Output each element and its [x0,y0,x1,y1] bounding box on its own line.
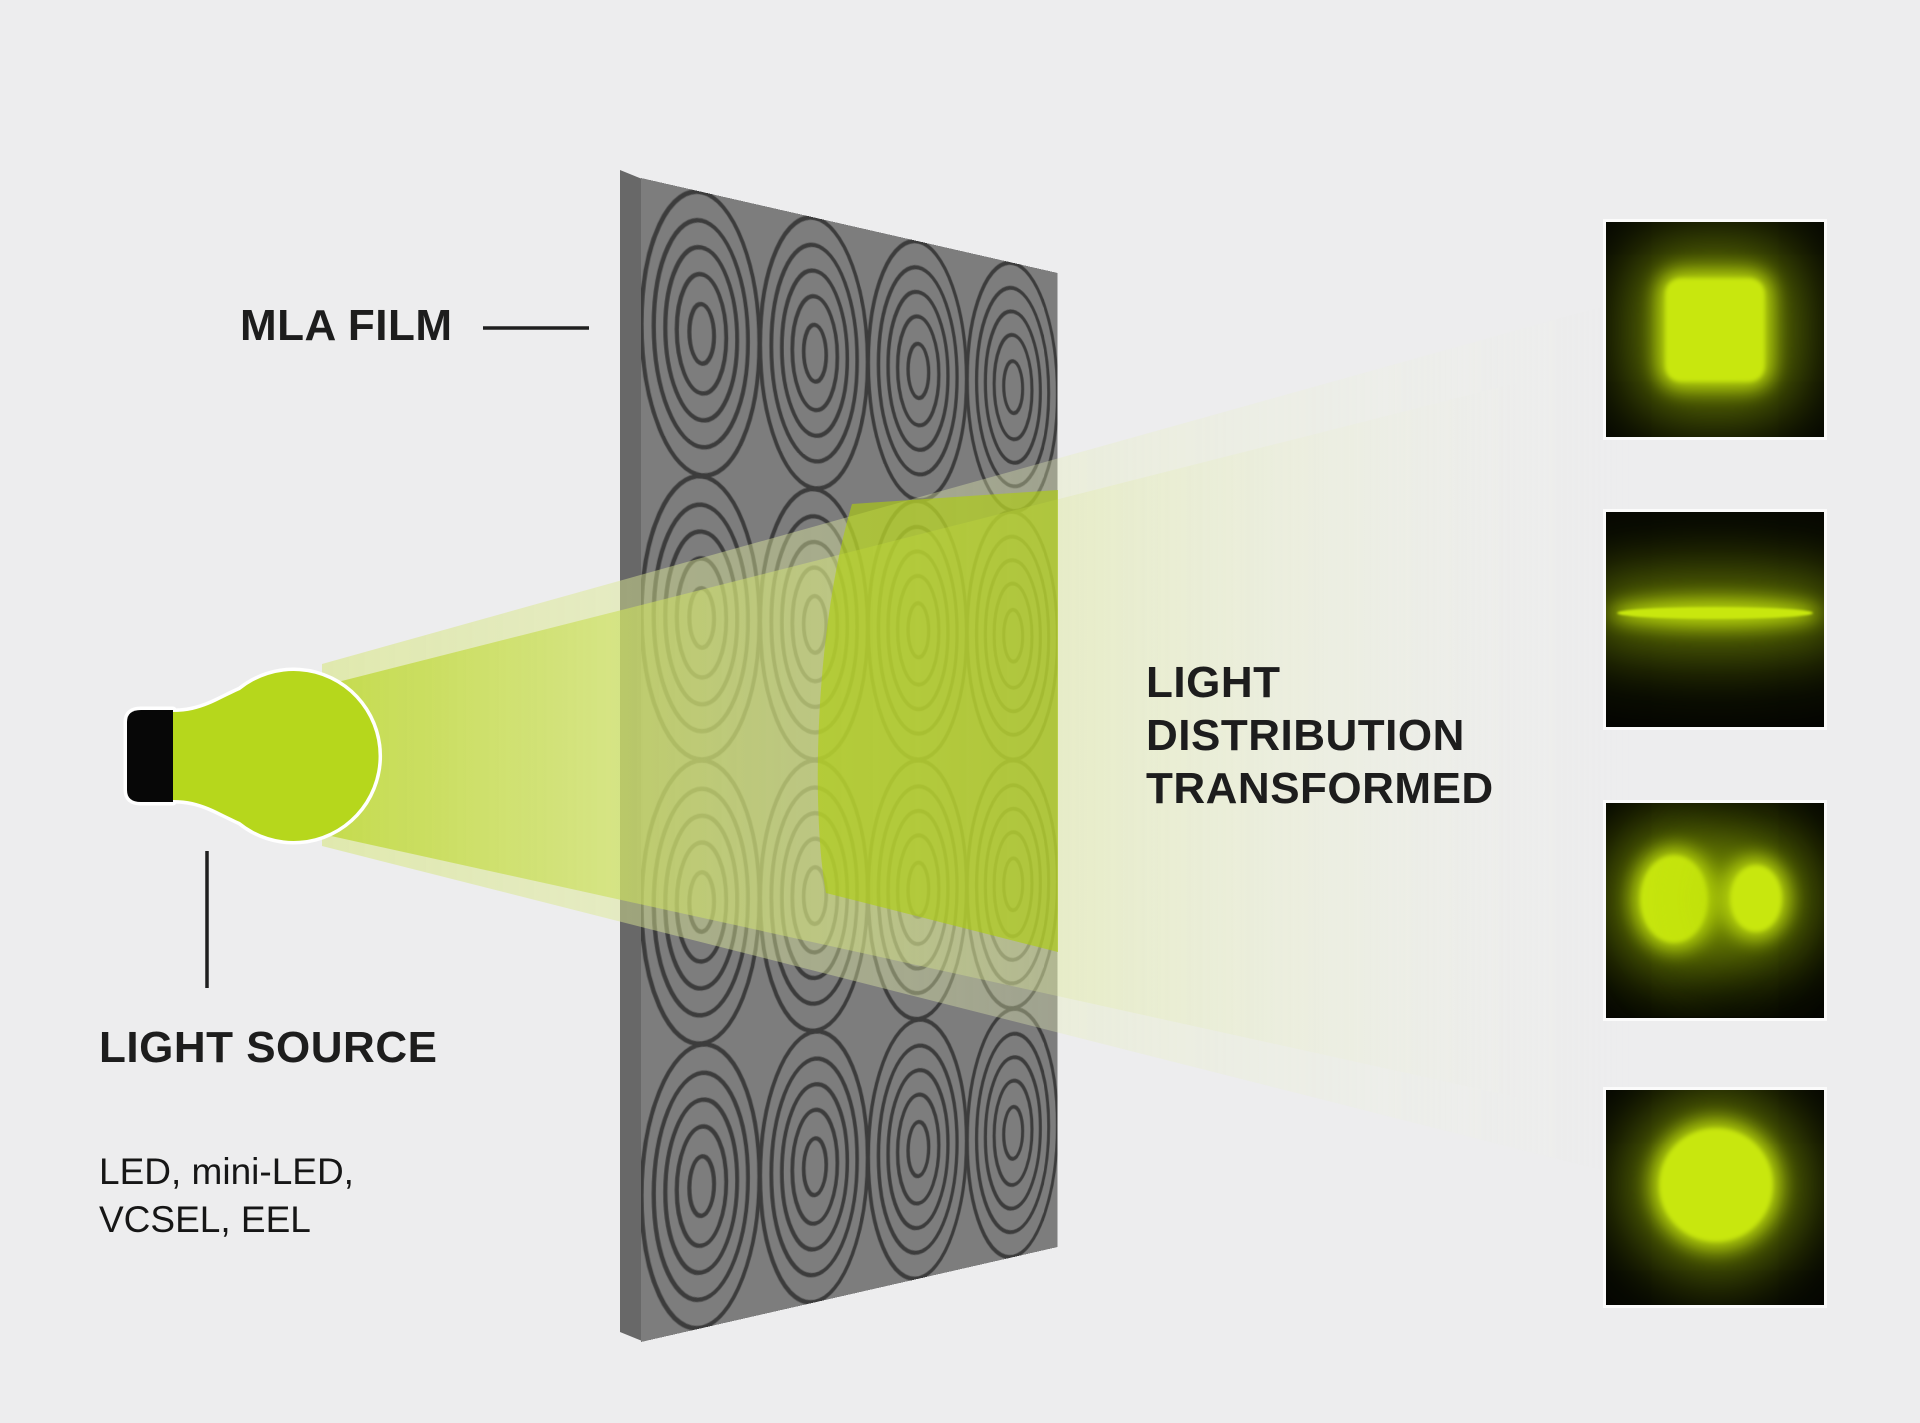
lens-ring [641,1038,759,1341]
lens-ring [677,556,726,678]
lens-ring [994,331,1032,442]
lens-ring [677,1123,726,1250]
lens-ring [1004,609,1023,662]
lens-ring [677,270,726,397]
lens-ring [804,1137,827,1198]
circle-spot-shape [1659,1128,1773,1242]
lens-ring [654,500,748,732]
lens-ring [792,292,837,413]
lens-ring [641,760,759,1050]
lens-ring [994,582,1032,688]
lens-ring [967,1004,1057,1267]
lens-ring [908,862,929,917]
lens-ring [967,760,1057,1013]
lens-ring [1004,858,1023,911]
lens-ring [868,230,966,505]
lens-ring [771,787,857,1008]
lens-ring [771,512,857,733]
lens-ring [654,788,748,1020]
bulb-white-halo [123,667,383,845]
lens-ring [977,533,1049,735]
lens-ring [878,786,957,997]
dual-spot-shape [1640,855,1708,943]
mla-film-label: MLA FILM [240,301,453,350]
lens-ring [967,507,1057,760]
lens-ring [792,566,837,682]
lens-ring [898,835,939,946]
lens-ring [641,179,759,482]
lens-ring [760,1026,867,1315]
line-spot-shape [1617,607,1813,619]
light-distribution-label-line1: LIGHT [1146,658,1281,707]
micro-lens-array-pattern [641,178,1058,1342]
lens-ring [868,1014,966,1289]
distribution-square-rounded-rect [1606,222,1824,437]
bulb-socket [127,710,173,802]
lens-ring [641,470,759,760]
distribution-square-dual-dots [1606,803,1824,1018]
square-spot-shape [1665,278,1765,382]
distribution-square-line [1606,512,1824,727]
lens-ring [1004,1105,1023,1160]
light-distribution-label-line2: DISTRIBUTION [1146,711,1465,760]
lens-ring [689,1154,714,1218]
dual-spot-shape [1730,864,1782,932]
light-distribution-label-line3: TRANSFORMED [1146,764,1494,813]
lens-ring [898,313,939,429]
lens-ring [677,842,726,964]
lens-ring [1004,359,1023,414]
lens-ring [760,760,867,1036]
light-source-label: LIGHT SOURCE [99,1023,438,1072]
lens-ring [804,595,827,653]
lens-ring [760,206,867,495]
light-distribution-label: LIGHT DISTRIBUTION TRANSFORMED [1146,656,1494,815]
lens-ring [804,323,827,384]
lens-ring [994,832,1032,938]
lens-ring [908,602,929,657]
light-source-types-line1: LED, mini-LED, [99,1151,354,1192]
mla-panel-front-face [641,178,1058,1342]
distribution-square-circle [1606,1090,1824,1305]
mla-panel-side-face [620,170,641,1341]
bulb-glass [173,671,379,841]
light-source-types: LED, mini-LED, VCSEL, EEL [99,1148,354,1244]
lens-ring [908,1120,929,1178]
lens-ring [868,760,966,1024]
lens-ring [994,1078,1032,1189]
lens-ring [792,838,837,954]
lens-ring [689,872,714,933]
lens-ring [878,523,957,734]
lens-ring [689,587,714,648]
lens-ring [967,253,1057,516]
lens-ring [977,785,1049,987]
lens-ring [908,342,929,400]
lens-ring [804,867,827,925]
lens-ring [898,574,939,685]
lens-ring [792,1107,837,1228]
lens-ring [868,495,966,759]
light-source-types-line2: VCSEL, EEL [99,1199,311,1240]
lens-ring [760,483,867,759]
lens-ring [689,302,714,366]
light-bulb-icon [123,667,383,845]
lens-ring [898,1092,939,1208]
